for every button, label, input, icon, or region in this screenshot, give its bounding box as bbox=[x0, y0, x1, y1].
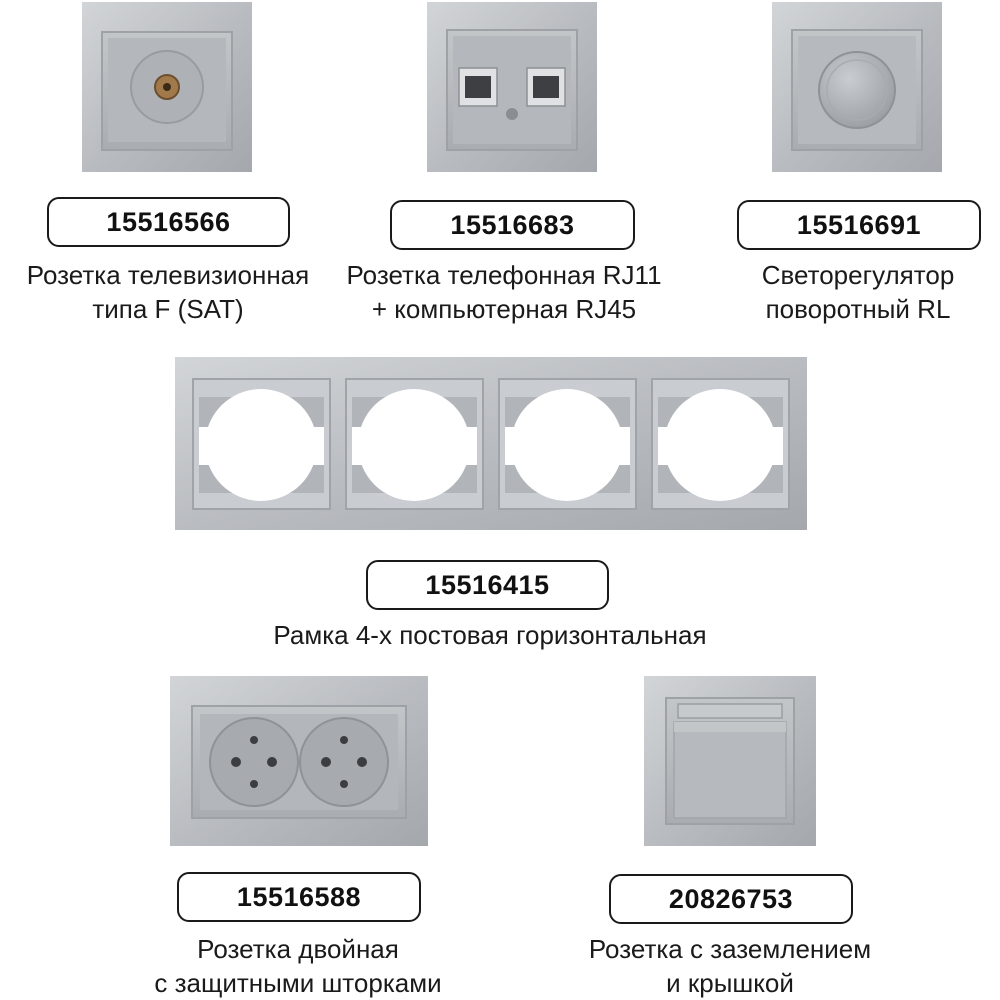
double-socket-icon bbox=[170, 676, 428, 846]
description-line: Светорегулятор bbox=[761, 260, 955, 290]
description-line: + компьютерная RJ45 bbox=[371, 294, 637, 324]
socket-with-lid-icon bbox=[644, 676, 816, 846]
product-description: Розетка телевизионная типа F (SAT) bbox=[0, 258, 336, 326]
product-description: Светорегулятор поворотный RL bbox=[690, 258, 1000, 326]
description-line: с защитными шторками bbox=[154, 968, 442, 998]
description-line: Розетка телевизионная bbox=[26, 260, 310, 290]
description-line: Розетка телефонная RJ11 bbox=[346, 260, 662, 290]
product-description: Розетка телефонная RJ11 + компьютерная R… bbox=[336, 258, 672, 326]
description-line: и крышкой bbox=[666, 968, 794, 998]
sku-badge: 15516588 bbox=[177, 872, 421, 922]
product-description: Розетка двойная с защитными шторками bbox=[120, 932, 476, 1000]
sku-badge: 20826753 bbox=[609, 874, 853, 924]
description-line: Розетка двойная bbox=[197, 934, 399, 964]
product-description: Розетка с заземлением и крышкой bbox=[552, 932, 908, 1000]
tv-socket-icon bbox=[82, 2, 252, 172]
description-line: типа F (SAT) bbox=[92, 294, 244, 324]
description-line: Розетка с заземлением bbox=[588, 934, 872, 964]
sku-badge: 15516691 bbox=[737, 200, 981, 250]
sku-badge: 15516566 bbox=[47, 197, 290, 247]
frame-4-gang-icon bbox=[175, 357, 807, 530]
product-description: Рамка 4-х постовая горизонтальная bbox=[190, 618, 790, 652]
data-socket-icon bbox=[427, 2, 597, 172]
sku-badge: 15516415 bbox=[366, 560, 609, 610]
description-line: Рамка 4-х постовая горизонтальная bbox=[273, 620, 707, 650]
sku-badge: 15516683 bbox=[390, 200, 635, 250]
dimmer-icon bbox=[772, 2, 942, 172]
description-line: поворотный RL bbox=[765, 294, 951, 324]
